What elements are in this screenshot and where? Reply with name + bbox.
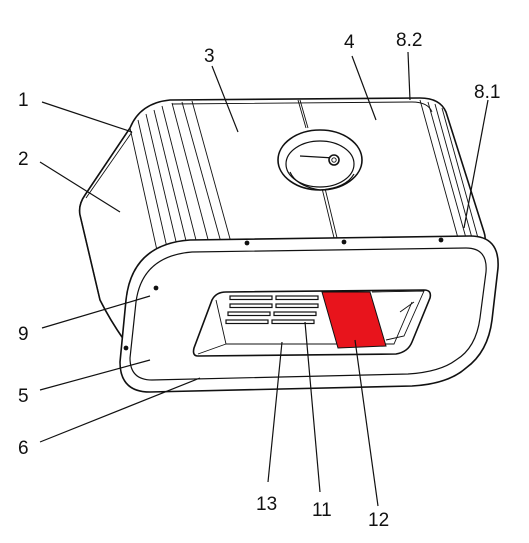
screw xyxy=(438,237,444,243)
label-4: 4 xyxy=(344,32,355,53)
housing xyxy=(78,97,486,343)
label-6: 6 xyxy=(18,438,29,459)
label-5: 5 xyxy=(18,386,29,407)
screw xyxy=(341,239,347,245)
label-9: 9 xyxy=(18,324,29,345)
leader-lines xyxy=(39,51,489,507)
left-end-cap xyxy=(78,127,131,341)
label-11: 11 xyxy=(312,500,332,521)
label-13: 13 xyxy=(256,494,277,515)
label-12: 12 xyxy=(368,510,389,531)
part-labels: 1 2 3 4 8.2 8.1 9 5 6 13 11 12 xyxy=(18,30,500,531)
screw xyxy=(153,285,159,291)
label-8-1: 8.1 xyxy=(474,82,500,103)
label-3: 3 xyxy=(204,46,215,67)
screw xyxy=(244,240,250,246)
label-8-2: 8.2 xyxy=(396,30,422,51)
flue-collar xyxy=(277,129,363,191)
screw xyxy=(123,345,129,351)
grate xyxy=(225,295,319,325)
top-panel-seam xyxy=(297,99,337,247)
label-1: 1 xyxy=(18,90,29,111)
ribbed-section xyxy=(129,100,233,256)
label-2: 2 xyxy=(18,149,29,170)
highlighted-part-12 xyxy=(321,291,387,349)
front-opening xyxy=(192,289,432,357)
